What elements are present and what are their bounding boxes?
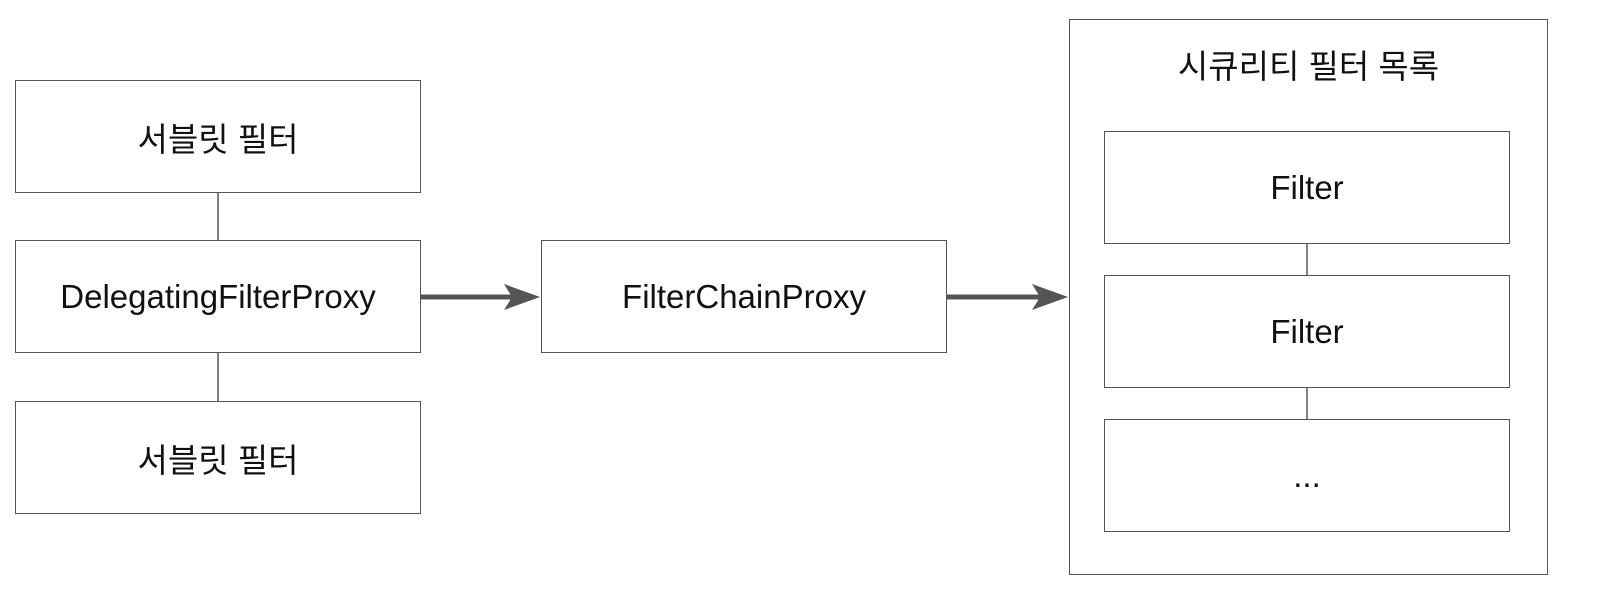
security-filter-item: Filter [1104, 131, 1510, 244]
delegating-filter-proxy-label: DelegatingFilterProxy [60, 277, 376, 315]
security-filter-item-label: Filter [1270, 168, 1344, 206]
security-filter-item: Filter [1104, 275, 1510, 388]
filter-chain-proxy-box: FilterChainProxy [541, 240, 947, 353]
servlet-filter-top-box: 서블릿 필터 [15, 80, 421, 193]
security-filter-ellipsis-label: ... [1293, 456, 1321, 494]
security-filter-list-title: 시큐리티 필터 목록 [1177, 48, 1440, 85]
arrow-fcp-to-security-filters [947, 284, 1068, 310]
security-filter-list-group: 시큐리티 필터 목록 [1069, 19, 1548, 575]
servlet-filter-bottom-box: 서블릿 필터 [15, 401, 421, 514]
filter-chain-proxy-label: FilterChainProxy [622, 277, 866, 315]
arrow-dfp-to-fcp [421, 284, 540, 310]
delegating-filter-proxy-box: DelegatingFilterProxy [15, 240, 421, 353]
servlet-filter-top-label: 서블릿 필터 [137, 120, 299, 158]
servlet-filter-bottom-label: 서블릿 필터 [137, 441, 299, 479]
security-filter-item-ellipsis: ... [1104, 419, 1510, 532]
security-filter-item-label: Filter [1270, 312, 1344, 350]
